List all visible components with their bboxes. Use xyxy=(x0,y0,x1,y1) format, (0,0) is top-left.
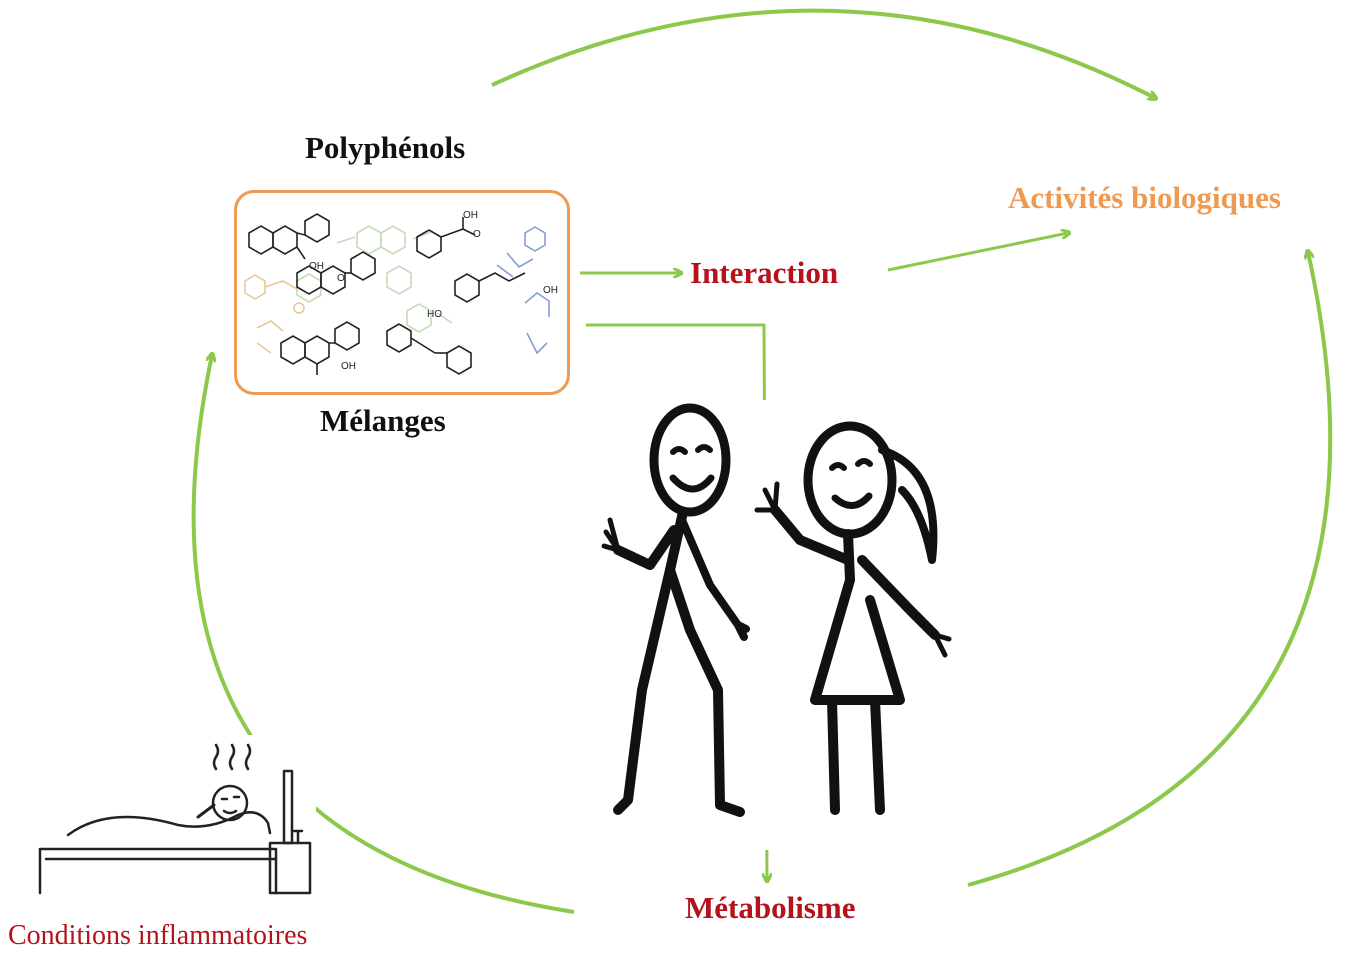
mol-oh-2: OH xyxy=(309,261,324,272)
mol-ho: HO xyxy=(427,309,442,320)
interaction-label: Interaction xyxy=(690,255,839,290)
metabolisme-to-activites-arc xyxy=(967,252,1333,887)
stick-man-icon xyxy=(601,403,750,817)
molecule-structures-box: OH OH OH OH HO O O xyxy=(234,190,570,395)
sick-person-in-bed-icon xyxy=(38,743,312,895)
mol-o-1: O xyxy=(337,273,345,284)
interaction-to-activites-arrow xyxy=(887,233,1068,272)
mol-oh-4: OH xyxy=(543,285,558,296)
conditions-inflammatoires-label: Conditions inflammatoires xyxy=(8,920,308,951)
stick-woman-icon xyxy=(754,421,952,815)
polyphenols-title: Polyphénols xyxy=(305,130,466,165)
mol-oh-3: OH xyxy=(341,361,356,372)
top-arc-arrow xyxy=(491,8,1155,98)
mol-o-2: O xyxy=(473,229,481,240)
mol-oh-1: OH xyxy=(463,210,478,221)
metabolisme-label: Métabolisme xyxy=(685,890,856,925)
melanges-label: Mélanges xyxy=(320,403,446,438)
activites-biologiques-label: Activités biologiques xyxy=(1008,180,1281,215)
molecule-structures-image: OH OH OH OH HO O O xyxy=(244,210,558,375)
sick-person-panel xyxy=(38,735,316,895)
stick-figures-panel xyxy=(570,400,975,850)
